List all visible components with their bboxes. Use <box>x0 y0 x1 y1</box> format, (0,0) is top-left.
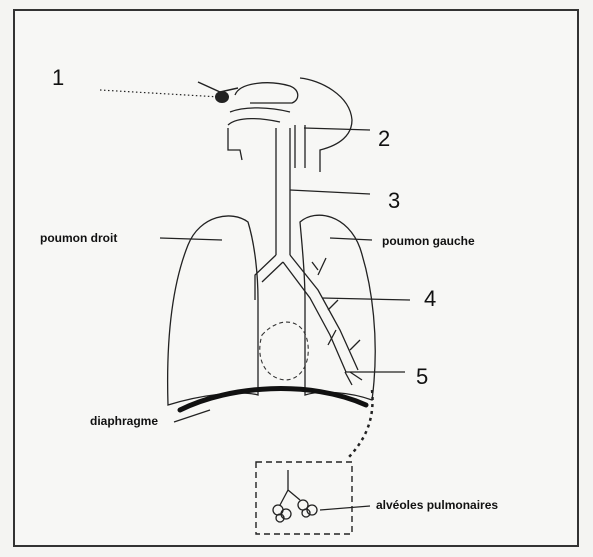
label-diaphragme: diaphragme <box>90 414 158 428</box>
label-poumon-gauche: poumon gauche <box>382 234 475 248</box>
label-poumon-droit: poumon droit <box>40 231 117 245</box>
label-3: 3 <box>388 188 400 213</box>
label-alveoles: alvéoles pulmonaires <box>376 498 498 512</box>
label-1: 1 <box>52 65 64 90</box>
label-2: 2 <box>378 126 390 151</box>
label-5: 5 <box>416 364 428 389</box>
label-4: 4 <box>424 286 436 311</box>
